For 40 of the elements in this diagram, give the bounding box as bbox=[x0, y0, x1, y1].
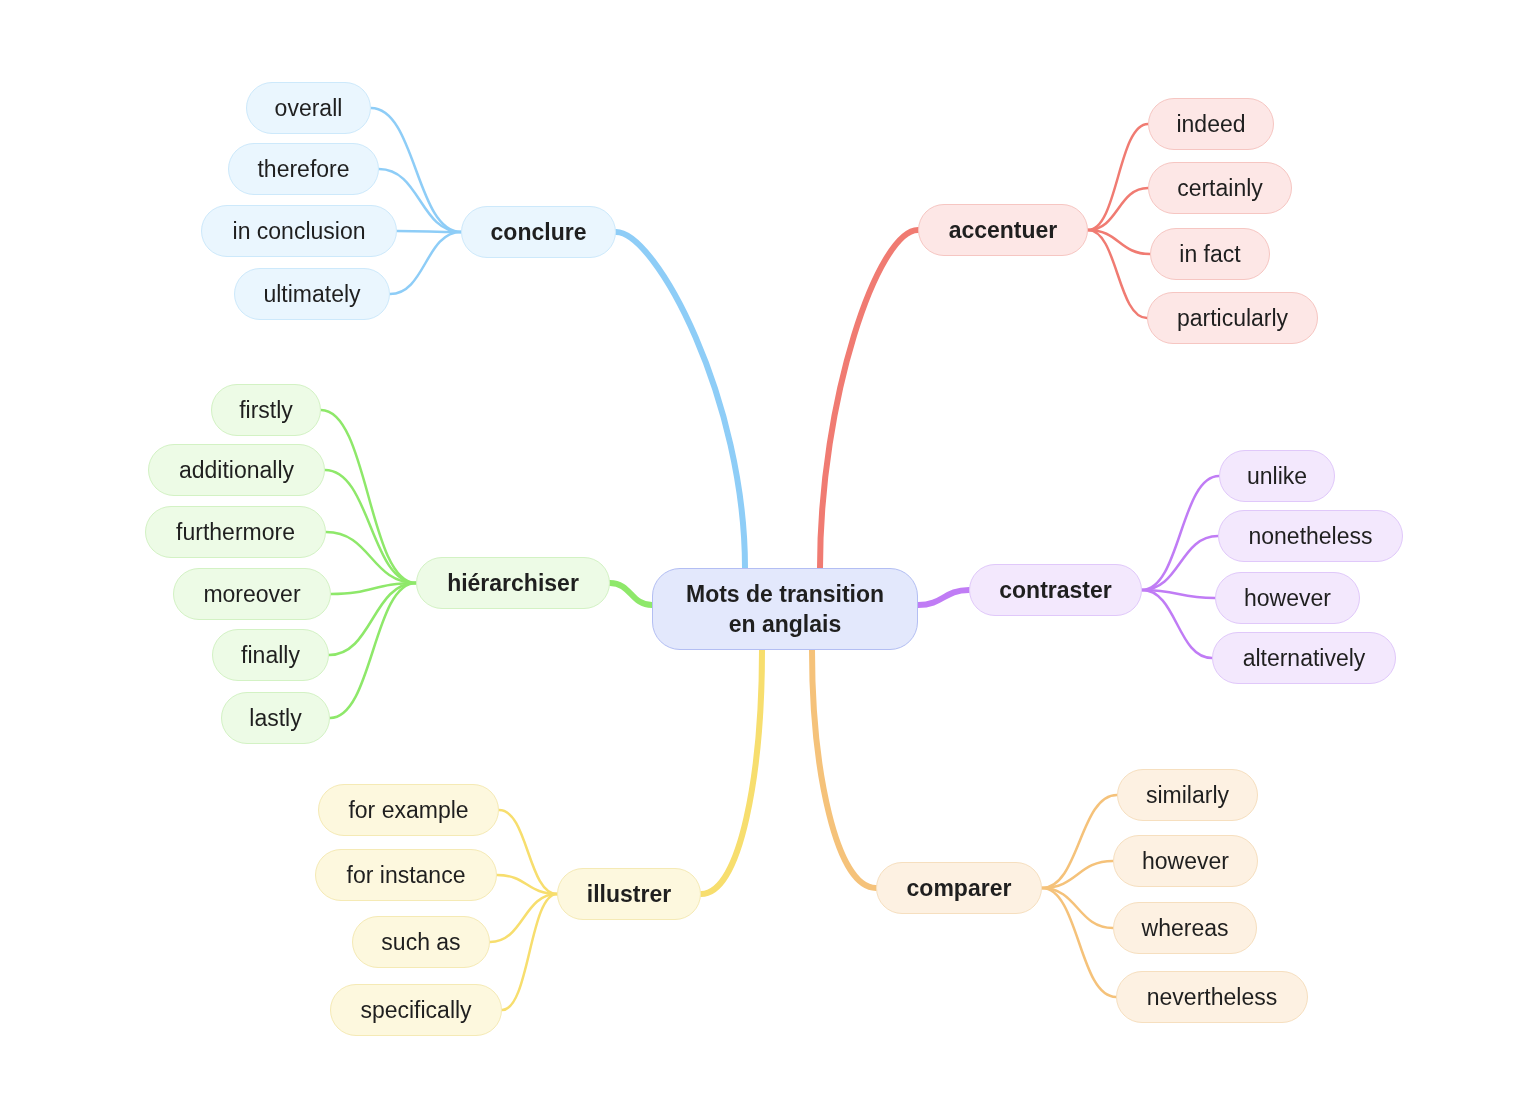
leaf-topic: ultimately bbox=[234, 268, 390, 320]
leaf-topic: whereas bbox=[1113, 902, 1257, 954]
leaf-topic: in conclusion bbox=[201, 205, 397, 257]
branch-topic: comparer bbox=[876, 862, 1042, 914]
branch-topic: contraster bbox=[969, 564, 1142, 616]
leaf-topic: furthermore bbox=[145, 506, 326, 558]
branch-topic: conclure bbox=[461, 206, 616, 258]
leaf-topic: similarly bbox=[1117, 769, 1258, 821]
branch-line bbox=[500, 892, 559, 1012]
leaf-topic: indeed bbox=[1148, 98, 1274, 150]
branch-line bbox=[1140, 588, 1214, 660]
leaf-topic: alternatively bbox=[1212, 632, 1396, 684]
leaf-topic: additionally bbox=[148, 444, 325, 496]
leaf-topic: firstly bbox=[211, 384, 321, 436]
branch-line bbox=[388, 230, 463, 296]
leaf-topic: nevertheless bbox=[1116, 971, 1308, 1023]
leaf-topic: finally bbox=[212, 629, 329, 681]
branch-topic: hiérarchiser bbox=[416, 557, 610, 609]
leaf-topic: for instance bbox=[315, 849, 497, 901]
leaf-topic: for example bbox=[318, 784, 499, 836]
leaf-topic: lastly bbox=[221, 692, 330, 744]
branch-line bbox=[328, 581, 418, 720]
leaf-topic: certainly bbox=[1148, 162, 1292, 214]
branch-line bbox=[1086, 228, 1149, 320]
leaf-topic: however bbox=[1113, 835, 1258, 887]
central-topic: Mots de transition en anglais bbox=[652, 568, 918, 650]
branch-line bbox=[1040, 886, 1118, 999]
leaf-topic: however bbox=[1215, 572, 1360, 624]
leaf-topic: particularly bbox=[1147, 292, 1318, 344]
leaf-topic: in fact bbox=[1150, 228, 1270, 280]
branch-topic: accentuer bbox=[918, 204, 1088, 256]
leaf-topic: nonetheless bbox=[1218, 510, 1403, 562]
branch-line bbox=[497, 808, 559, 896]
branch-topic: illustrer bbox=[557, 868, 701, 920]
leaf-topic: moreover bbox=[173, 568, 331, 620]
leaf-topic: therefore bbox=[228, 143, 379, 195]
leaf-topic: such as bbox=[352, 916, 490, 968]
leaf-topic: unlike bbox=[1219, 450, 1335, 502]
leaf-topic: overall bbox=[246, 82, 371, 134]
leaf-topic: specifically bbox=[330, 984, 502, 1036]
